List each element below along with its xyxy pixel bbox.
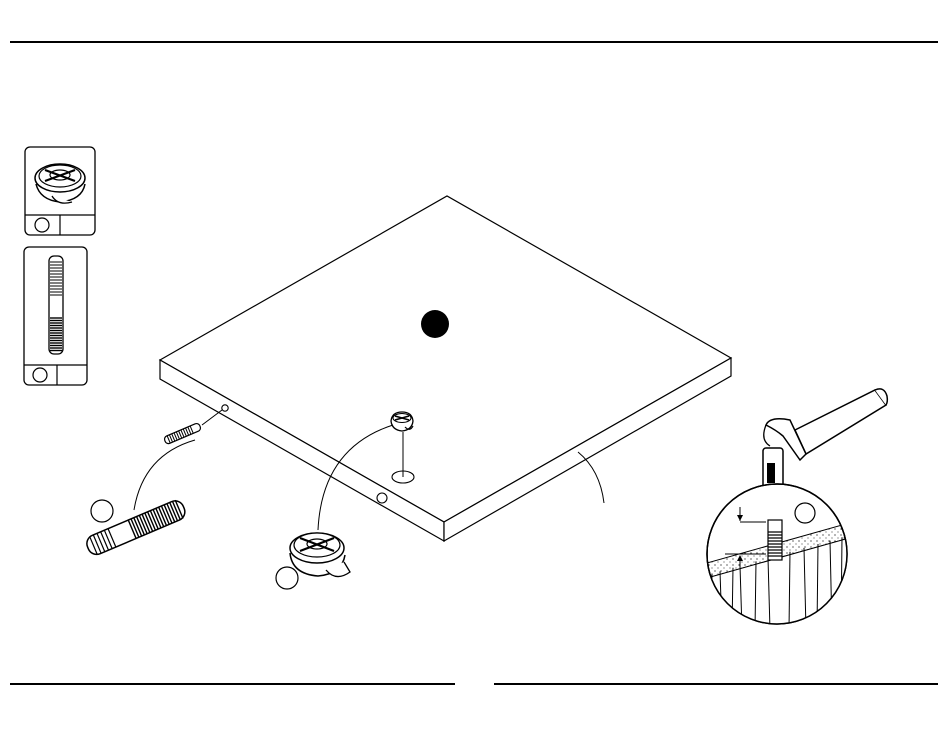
panel-marker-dot (421, 310, 449, 338)
cam-bolt-callout-circle (91, 500, 113, 522)
parts-box-cam-lock (25, 147, 95, 235)
part-label-circle (35, 218, 49, 232)
cam-lock-callout-circle (276, 567, 298, 589)
shelf-panel (160, 196, 731, 541)
edge-hole (377, 493, 387, 503)
bolt-hole (222, 405, 228, 411)
cam-bolt-leader-line (134, 440, 195, 510)
cam-bolt-small-icon (163, 410, 222, 445)
hammer-detail (700, 389, 887, 630)
hammer-callout-circle (795, 503, 815, 523)
cam-bolt-large-icon (84, 440, 195, 557)
cam-bolt-icon (49, 256, 63, 354)
panel-top-face (160, 196, 731, 522)
cam-lock-small-icon (391, 412, 413, 431)
parts-box-cam-bolt (24, 247, 87, 385)
part-label-circle (33, 368, 47, 382)
